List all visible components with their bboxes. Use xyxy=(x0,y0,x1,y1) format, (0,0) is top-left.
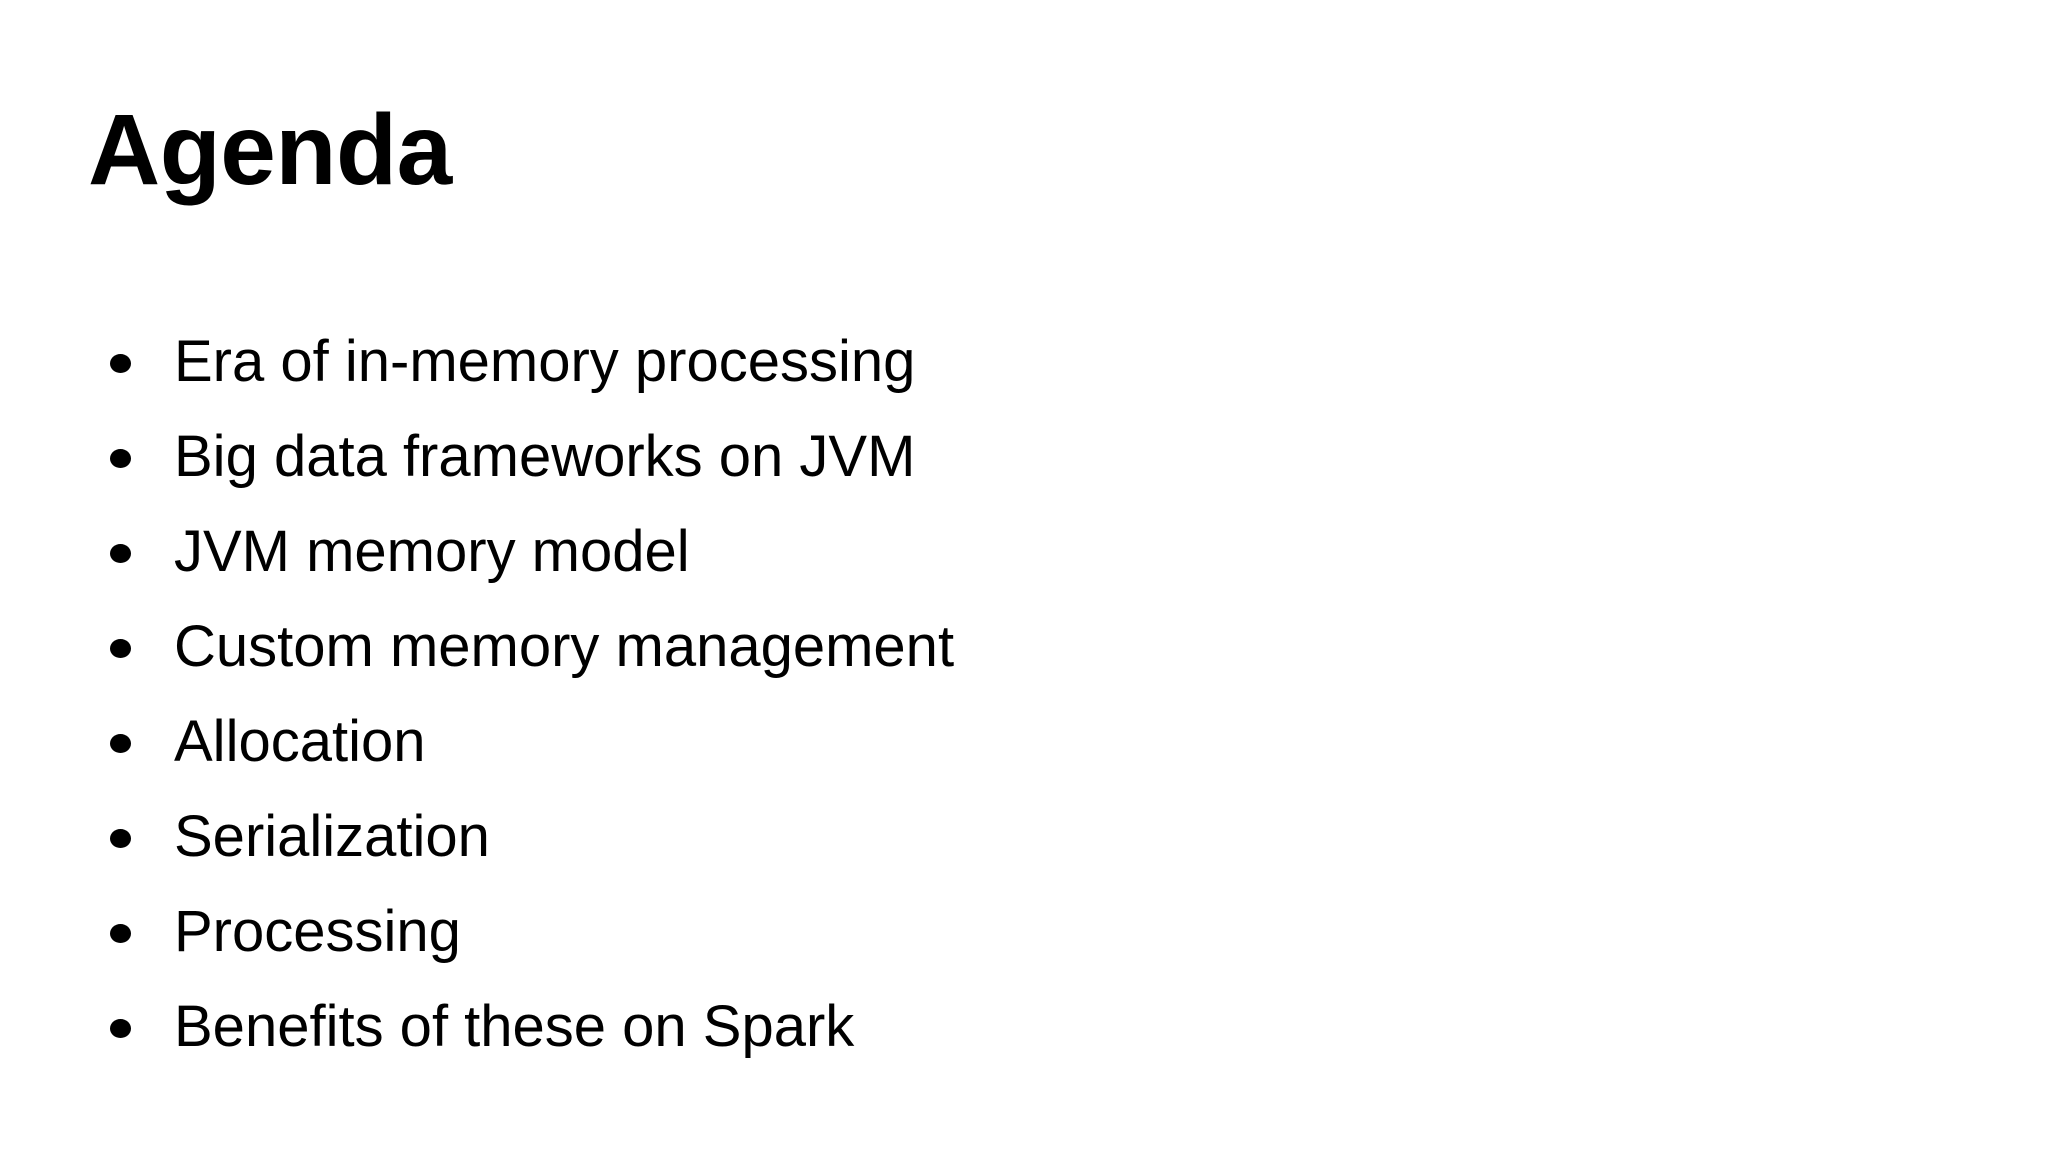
list-item-label: JVM memory model xyxy=(174,519,690,584)
bullet-icon xyxy=(96,409,174,504)
list-item-label: Custom memory management xyxy=(174,614,955,679)
list-item: Benefits of these on Spark xyxy=(96,979,1896,1074)
list-item: Big data frameworks on JVM xyxy=(96,409,1896,504)
list-item: Allocation xyxy=(96,694,1896,789)
list-item: Era of in-memory processing xyxy=(96,314,1896,409)
list-item-label: Processing xyxy=(174,899,461,964)
list-item-label: Benefits of these on Spark xyxy=(174,994,855,1059)
list-item: JVM memory model xyxy=(96,504,1896,599)
list-item-label: Era of in-memory processing xyxy=(174,329,916,394)
bullet-icon xyxy=(96,504,174,599)
list-item-label: Serialization xyxy=(174,804,490,869)
list-item: Processing xyxy=(96,884,1896,979)
bullet-icon xyxy=(96,599,174,694)
list-item: Custom memory management xyxy=(96,599,1896,694)
bullet-icon xyxy=(96,979,174,1074)
page-title: Agenda xyxy=(88,94,452,206)
agenda-list: Era of in-memory processing Big data fra… xyxy=(96,314,1896,1074)
bullet-icon xyxy=(96,789,174,884)
bullet-icon xyxy=(96,694,174,789)
list-item-label: Allocation xyxy=(174,709,426,774)
bullet-icon xyxy=(96,884,174,979)
list-item-label: Big data frameworks on JVM xyxy=(174,424,916,489)
list-item: Serialization xyxy=(96,789,1896,884)
bullet-icon xyxy=(96,314,174,409)
